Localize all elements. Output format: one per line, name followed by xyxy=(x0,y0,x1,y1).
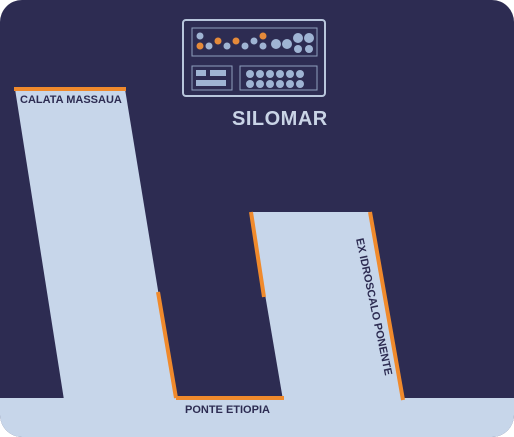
land-pier-right xyxy=(251,212,402,400)
quay-edge-left-pier-inner xyxy=(156,291,178,399)
label-calata-massaua: CALATA MASSAUA xyxy=(20,94,122,106)
silo-terminal-thumbnail-icon xyxy=(182,19,326,97)
label-ponte-etiopia: PONTE ETIOPIA xyxy=(185,404,270,416)
land-bottom-strip xyxy=(0,398,514,437)
terminal-title: SILOMAR xyxy=(232,108,328,130)
quay-edge-right-pier-inner xyxy=(249,211,266,298)
quay-edge-ex-idroscalo-ponente xyxy=(368,211,405,401)
land-pier-left xyxy=(15,89,176,400)
